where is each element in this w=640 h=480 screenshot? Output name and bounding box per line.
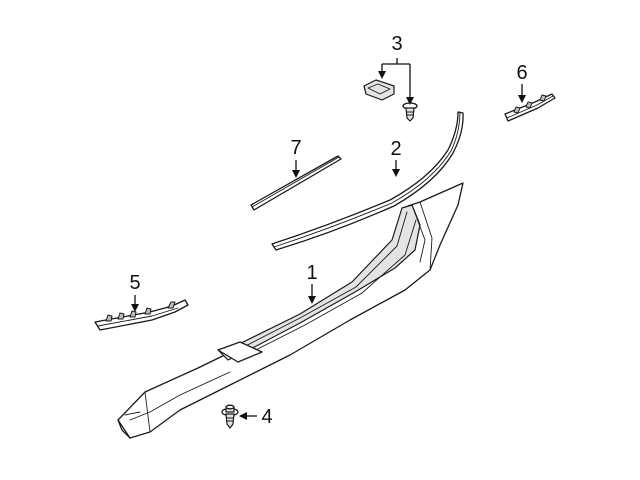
trim-strip-part xyxy=(250,155,342,211)
callout-labels: 1 2 3 4 5 6 7 xyxy=(129,33,527,428)
clip-part xyxy=(363,79,395,101)
push-pin-fastener-part xyxy=(402,102,418,122)
rear-bracket-part xyxy=(94,299,189,331)
retainer-pin-part xyxy=(221,404,239,429)
callout-label-4: 4 xyxy=(261,406,272,428)
callout-label-2: 2 xyxy=(390,138,401,160)
callout-label-1: 1 xyxy=(306,262,317,284)
callout-leaders xyxy=(131,58,526,420)
callout-label-6: 6 xyxy=(516,62,527,84)
rocker-panel-part xyxy=(117,182,464,439)
callout-label-3: 3 xyxy=(391,33,402,55)
sill-moulding-part xyxy=(271,111,464,251)
front-bracket-part xyxy=(504,93,556,122)
callout-label-7: 7 xyxy=(290,137,301,159)
callout-label-5: 5 xyxy=(129,272,140,294)
